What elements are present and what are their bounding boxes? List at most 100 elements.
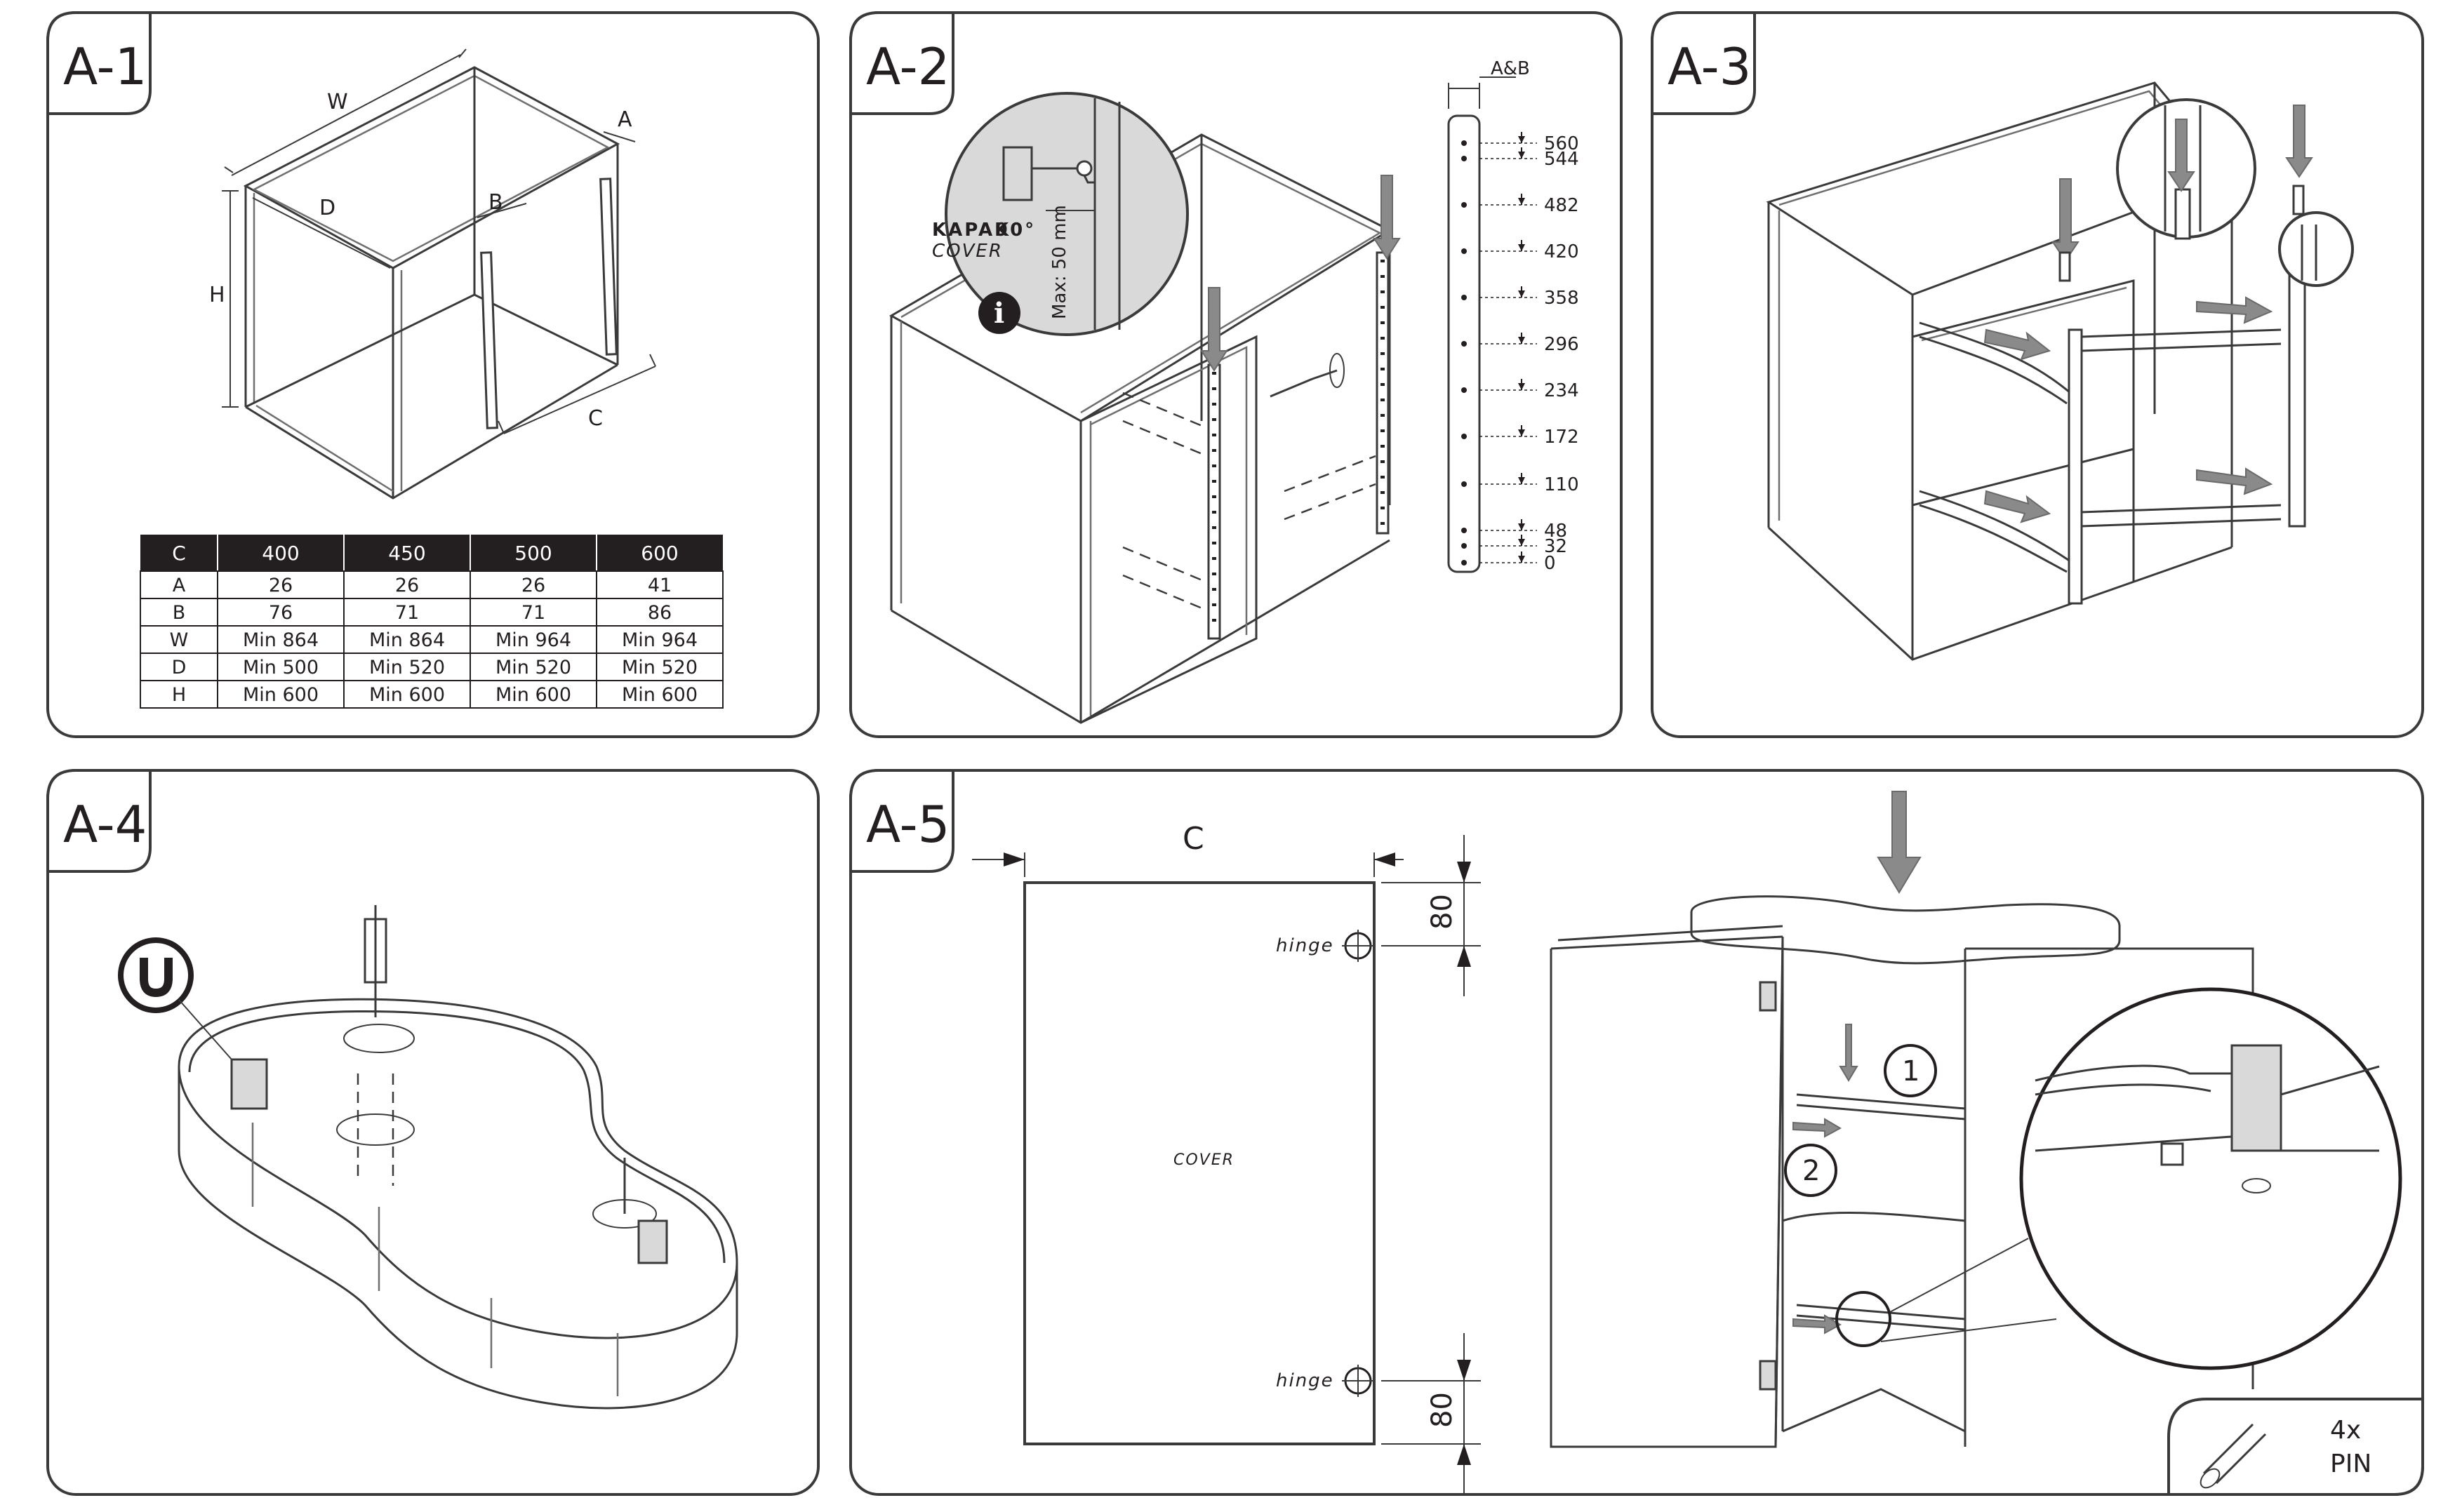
a2-scale-label: A&B (1491, 58, 1530, 79)
badge-a3-label: A-3 (1668, 37, 1751, 96)
a5-step-1: 1 (1902, 1055, 1919, 1088)
a1-dim-b: B (488, 190, 503, 215)
a5-step-2: 2 (1802, 1155, 1820, 1187)
a2-scale-mark: 560 (1544, 133, 1579, 154)
a1-table-header-cell: 500 (514, 542, 552, 565)
a2-scale-hole (1461, 434, 1467, 439)
a5-bottom-offset: 80 (1426, 1392, 1458, 1428)
a2-cover-label: COVER (932, 241, 1003, 262)
a2-scale-hole (1461, 481, 1467, 487)
a5-hinge-top: hinge (1276, 935, 1334, 956)
a1-table-cell: Min 600 (243, 684, 319, 706)
a1-table-cell: H (172, 684, 186, 706)
a2-scale-hole (1461, 202, 1467, 208)
a2-info-icon: i (994, 297, 1004, 330)
a2-scale-mark: 358 (1544, 288, 1579, 309)
a1-table-cell: 71 (395, 602, 419, 624)
a2-scale-hole (1461, 341, 1467, 347)
a1-table-cell: B (173, 602, 186, 624)
a1-table-cell: A (173, 575, 186, 596)
a5-top-offset: 80 (1426, 894, 1458, 930)
a5-hinge-bottom: hinge (1276, 1370, 1334, 1391)
a5-cover-panel: C 80 80 hinge hinge COVER (972, 821, 1481, 1494)
a2-scale-mark: 172 (1544, 427, 1579, 448)
a1-table-cell: Min 600 (495, 684, 571, 706)
panel-a1-frame (46, 11, 820, 738)
a1-table-cell: Min 964 (622, 629, 698, 651)
a2-scale-hole (1461, 387, 1467, 393)
badge-a3: A-3 (1651, 11, 1756, 115)
a5-installed-view: 1 2 4x PIN (1550, 791, 2424, 1496)
a2-scale-mark: 482 (1544, 195, 1579, 216)
a2-scale-mark: 234 (1544, 380, 1579, 401)
a2-scale-mark: 544 (1544, 149, 1579, 170)
a1-table-cell: Min 520 (369, 657, 445, 678)
a1-cabinet-drawing: W D H A B C (209, 48, 656, 500)
a2-scale-hole (1461, 156, 1467, 161)
a2-scale-mark: 32 (1544, 536, 1567, 557)
a2-scale-hole (1461, 248, 1467, 254)
a1-table-cell: Min 520 (622, 657, 698, 678)
a1-table-cell: 76 (269, 602, 293, 624)
a2-scale-mark: 0 (1544, 553, 1556, 574)
a1-dim-a: A (618, 107, 632, 132)
a2-angle-label: 90° (995, 220, 1036, 241)
badge-a4-label: A-4 (63, 795, 147, 854)
a2-max-label: Max: 50 mm (1049, 205, 1070, 319)
panel-a4-frame (46, 769, 820, 1496)
a5-cover-label: COVER (1173, 1151, 1235, 1169)
a1-dim-w: W (327, 90, 348, 114)
a5-width-label: C (1183, 821, 1204, 857)
a1-table-cell: Min 520 (495, 657, 571, 678)
a2-scale-mark: 110 (1544, 474, 1579, 495)
a1-table-cell: 26 (521, 575, 545, 596)
panel-a5-frame (849, 769, 2424, 1496)
a1-table-cell: Min 864 (243, 629, 319, 651)
badge-a2-label: A-2 (866, 37, 950, 96)
a1-table-cell: 41 (648, 575, 672, 596)
a1-table-cell: 26 (395, 575, 419, 596)
badge-a5: A-5 (849, 769, 954, 873)
a5-pin-label: PIN (2330, 1450, 2371, 1478)
badge-a5-label: A-5 (866, 795, 950, 854)
badge-a1: A-1 (46, 11, 152, 115)
badge-a2: A-2 (849, 11, 954, 115)
a1-table-cell: Min 600 (369, 684, 445, 706)
panel-a2-frame (849, 11, 1623, 738)
a1-dim-c: C (588, 406, 603, 431)
a2-scale-mark: 48 (1544, 521, 1567, 542)
a1-table-header-cell: 600 (641, 542, 678, 565)
a3-cabinet-drawing (1766, 81, 2354, 661)
a2-kapak-label: KAPAK (932, 220, 1011, 241)
a1-table-cell: Min 964 (495, 629, 571, 651)
a2-hinge-callout: KAPAK 90° COVER Max: 50 mm i (932, 92, 1189, 336)
a1-table-header-cell: 450 (388, 542, 425, 565)
a1-table-cell: 71 (521, 602, 545, 624)
badge-a4: A-4 (46, 769, 152, 873)
a1-table-header-cell: C (172, 542, 186, 565)
a1-table-header (140, 535, 723, 571)
a1-table-cell: 26 (269, 575, 293, 596)
a1-table-cell: W (170, 629, 189, 651)
a2-scale-hole (1461, 560, 1467, 566)
a4-carousel-tray (118, 905, 738, 1410)
a1-table-cell: Min 500 (243, 657, 319, 678)
a1-table-cell: D (172, 657, 187, 678)
a1-dim-h: H (209, 283, 225, 307)
a2-scale-hole (1461, 295, 1467, 300)
a2-scale-mark: 420 (1544, 241, 1579, 262)
a1-table-cell: Min 864 (369, 629, 445, 651)
a1-table-header-cell: 400 (262, 542, 299, 565)
a1-table-body (140, 570, 724, 709)
a1-table-cell: Min 600 (622, 684, 698, 706)
a1-dim-d: D (319, 196, 335, 220)
a2-scale-hole (1461, 543, 1467, 549)
a1-table-cell: 86 (648, 602, 672, 624)
a5-pin-qty: 4x (2330, 1416, 2361, 1445)
a2-scale-hole (1461, 140, 1467, 146)
a2-scale-hole (1461, 528, 1467, 533)
badge-a1-label: A-1 (63, 37, 147, 96)
